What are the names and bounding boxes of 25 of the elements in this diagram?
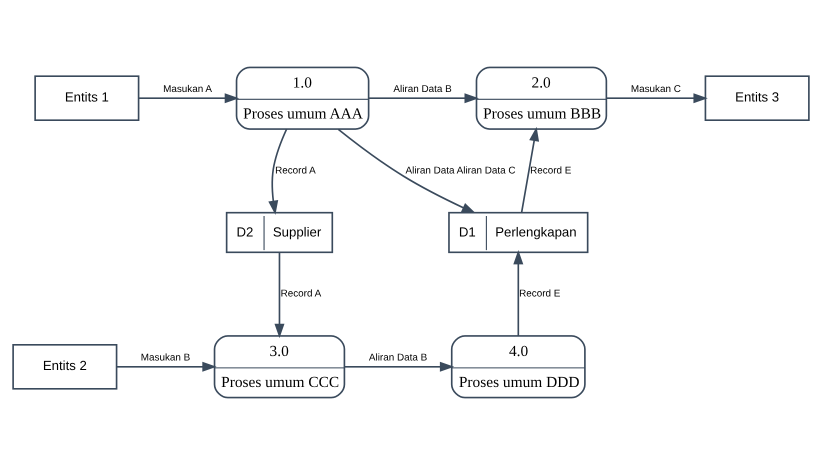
arrow [338,128,476,214]
node-box: Entits 2 [12,343,118,390]
node-box: Entits 1 [34,74,140,121]
node-box: D1 Perlengkapan [448,211,588,253]
edge-label: Record E [519,288,560,300]
edge-label: Aliran Data B [368,352,428,363]
node-box: D2 Supplier [226,211,334,253]
edge-label: Record E [530,164,572,176]
arrow [116,361,217,372]
arrow [139,92,240,103]
arrow [268,128,288,214]
edge-label: Masukan A [163,83,212,94]
arrow [606,92,708,103]
edge-label: Masukan B [140,352,190,363]
arrow [368,92,479,103]
arrow [520,126,540,212]
node-box: Entits 3 [704,74,810,121]
edge-label: Aliran Data Aliran Data C [406,164,516,176]
edge-label: Record A [275,164,316,176]
arrow [274,252,284,338]
edge-label: Aliran Data B [393,83,452,94]
edge-label: Masukan C [630,83,681,94]
arrow [344,361,454,372]
arrow [513,250,524,336]
edge-label: Record A [280,288,322,300]
